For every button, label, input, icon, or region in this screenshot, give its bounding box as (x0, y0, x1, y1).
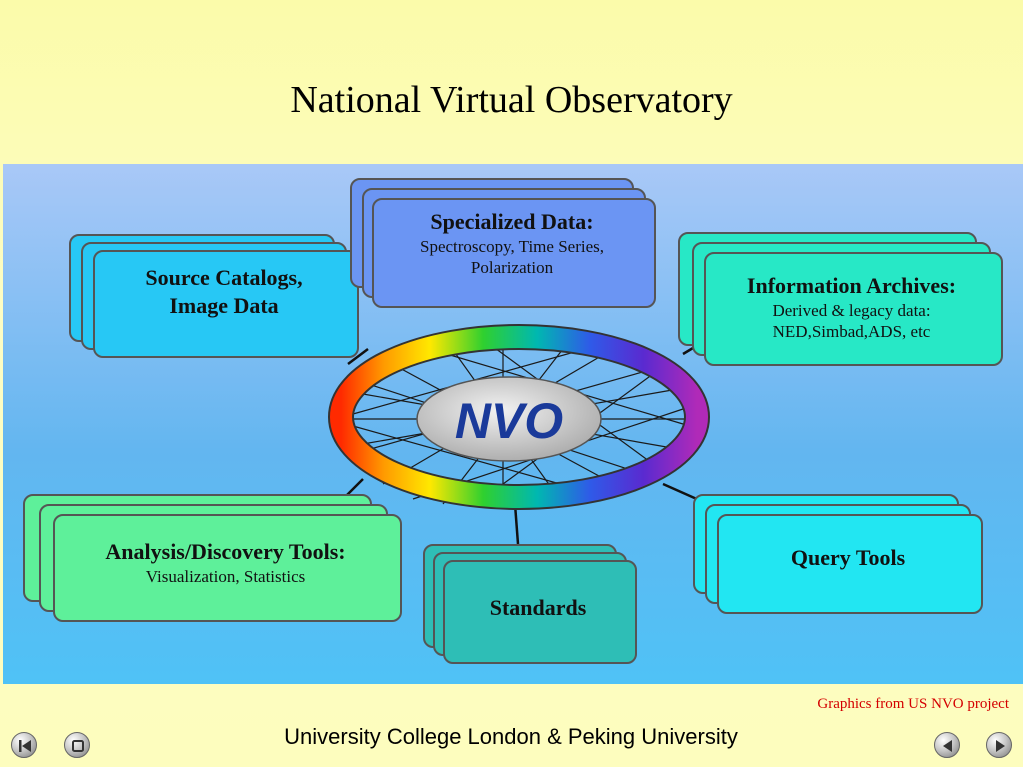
source-catalogs-text: Source Catalogs, Image Data (93, 264, 355, 319)
box-analysis-tools: Analysis/Discovery Tools: Visualization,… (23, 494, 403, 622)
box-information-archives: Information Archives: Derived & legacy d… (678, 232, 1003, 366)
nav-first-button[interactable] (11, 732, 37, 758)
box-source-catalogs: Source Catalogs, Image Data (69, 234, 359, 358)
information-archives-head: Information Archives: (746, 273, 957, 298)
box-layer (53, 514, 402, 622)
box-layer (93, 250, 359, 358)
box-layer (372, 198, 656, 308)
arrow-right-icon (996, 740, 1005, 752)
information-archives-sub: Derived & legacy data: (772, 300, 931, 320)
slide-title: National Virtual Observatory (290, 79, 733, 121)
box-standards: Standards (423, 544, 638, 664)
nav-prev-button[interactable] (934, 732, 960, 758)
query-tools-head: Query Tools (790, 545, 906, 570)
specialized-data-sub2: Polarization (470, 257, 554, 277)
connector-lines: NVO (328, 284, 710, 545)
arrow-left-icon (943, 740, 952, 752)
analysis-tools-text: Analysis/Discovery Tools: Visualization,… (53, 538, 398, 587)
source-catalogs-head2: Image Data (169, 292, 279, 318)
box-layer (717, 514, 983, 614)
nav-home-button[interactable] (64, 732, 90, 758)
information-archives-text: Information Archives: Derived & legacy d… (704, 272, 999, 342)
box-layer (443, 560, 637, 664)
stop-icon (72, 740, 84, 752)
standards-text: Standards (443, 594, 633, 622)
skip-back-icon (19, 740, 31, 752)
box-specialized-data: Specialized Data: Spectroscopy, Time Ser… (350, 178, 656, 308)
box-query-tools: Query Tools (693, 494, 983, 614)
nvo-center-label: NVO (455, 393, 563, 449)
analysis-tools-head: Analysis/Discovery Tools: (105, 539, 346, 564)
information-archives-sub2: NED,Simbad,ADS, etc (772, 321, 931, 341)
nvo-diagram: NVO Source Catalogs, Image Data Speciali… (3, 164, 1023, 684)
specialized-data-text: Specialized Data: Spectroscopy, Time Ser… (372, 208, 652, 278)
graphics-credit: Graphics from US NVO project (817, 696, 1009, 712)
source-catalogs-head: Source Catalogs, (145, 265, 303, 290)
nvo-center-oval (416, 376, 602, 462)
specialized-data-sub: Spectroscopy, Time Series, (419, 236, 604, 256)
footer-institutions: University College London & Peking Unive… (284, 724, 738, 749)
standards-head: Standards (489, 595, 587, 620)
nav-next-button[interactable] (986, 732, 1012, 758)
query-tools-text: Query Tools (717, 544, 979, 572)
analysis-tools-sub: Visualization, Statistics (145, 566, 306, 586)
specialized-data-head: Specialized Data: (430, 209, 594, 234)
box-layer (704, 252, 1003, 366)
